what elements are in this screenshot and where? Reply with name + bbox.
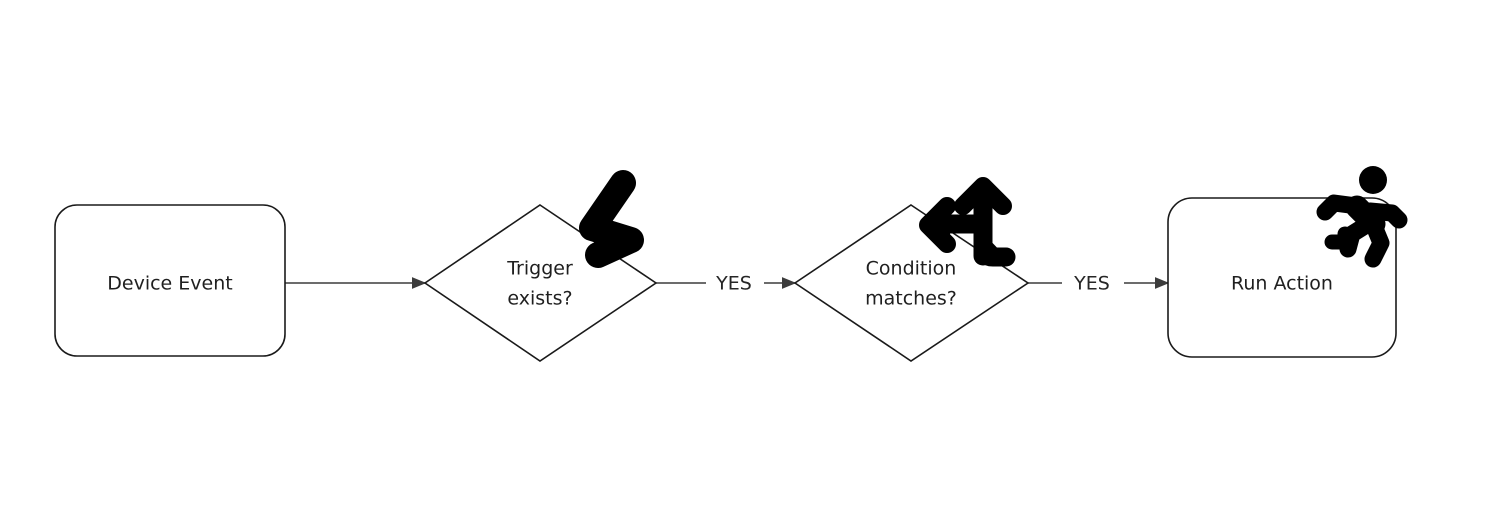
node-device-event[interactable]: Device Event	[54, 204, 286, 357]
condition-matches-diamond[interactable]	[793, 204, 1030, 362]
condition-matches-label-line2: matches?	[865, 288, 957, 310]
trigger-exists-label-line2: exists?	[507, 288, 572, 310]
condition-matches-label-line1: Condition	[866, 258, 957, 280]
running-person-icon	[1316, 166, 1408, 268]
device-event-label: Device Event	[107, 273, 232, 295]
node-condition-matches[interactable]: Condition matches?	[793, 204, 1030, 362]
node-trigger-exists[interactable]: Trigger exists?	[423, 204, 658, 362]
trigger-exists-label-line1: Trigger	[506, 258, 573, 280]
device-event-box[interactable]	[54, 204, 286, 357]
lightning-bolt-icon	[579, 170, 644, 268]
branch-arrow-icon	[919, 177, 1016, 267]
edge-label-yes-2: YES	[1073, 273, 1110, 295]
run-action-label: Run Action	[1231, 273, 1333, 295]
edge-label-yes-1: YES	[715, 273, 752, 295]
edge-trigger-to-condition: YES	[656, 273, 797, 295]
edge-condition-to-run-action: YES	[1028, 273, 1170, 295]
runner-head	[1359, 166, 1387, 194]
